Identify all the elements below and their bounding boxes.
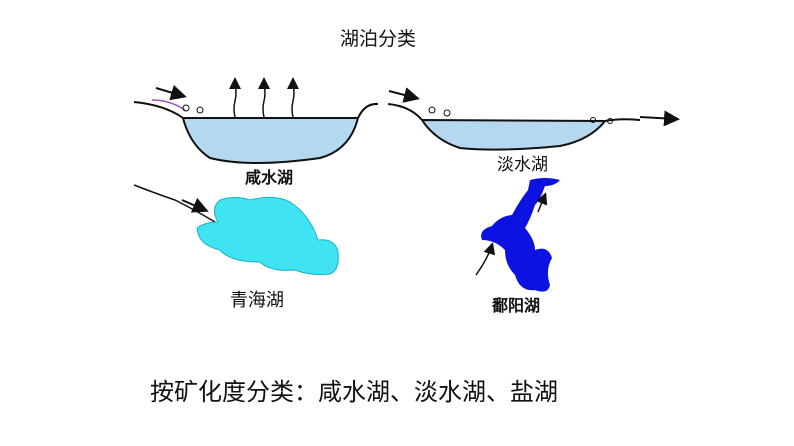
fresh-lake-diagram (387, 87, 680, 151)
evaporation-arrows (229, 77, 299, 118)
poyang-lake-label: 鄱阳湖 (492, 296, 541, 315)
qinghai-lake-label: 青海湖 (230, 290, 284, 311)
salt-lake-diagram (133, 77, 379, 164)
fresh-lake-label: 淡水湖 (497, 155, 548, 175)
qinghai-lake-map (133, 184, 339, 275)
classification-caption: 按矿化度分类：咸水湖、淡水湖、盐湖 (150, 378, 558, 406)
salt-lake-label: 咸水湖 (245, 168, 294, 187)
slide-title: 湖泊分类 (340, 28, 417, 50)
inflow-arrow (155, 84, 187, 101)
poyang-lake-map (475, 178, 560, 292)
